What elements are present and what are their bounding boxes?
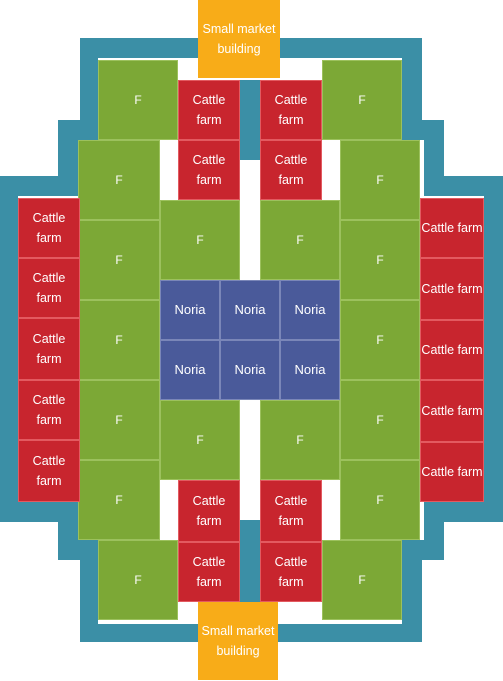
cattle-farm-tile[interactable]: Cattle farm [420,380,484,442]
cattle-farm-tile[interactable]: Cattle farm [260,140,322,200]
cattle-farm-label: Cattle farm [274,93,308,127]
cattle-farm-label: Cattle farm [192,153,226,187]
cattle-farm-label: Cattle farm [32,332,66,366]
noria-tile[interactable]: Noria [160,340,220,400]
cattle-farm-label: Cattle farm [421,221,483,235]
cattle-farm-tile[interactable]: Cattle farm [178,140,240,200]
farm-tile[interactable]: F [98,60,178,140]
cattle-farm-label: Cattle farm [421,404,483,418]
cattle-farm-tile[interactable]: Cattle farm [18,380,80,440]
farm-label: F [134,93,142,107]
cattle-farm-label: Cattle farm [192,555,226,589]
farm-label: F [196,233,204,247]
farm-label: F [115,413,123,427]
cattle-farm-label: Cattle farm [274,494,308,528]
farm-label: F [358,573,366,587]
noria-tile[interactable]: Noria [160,280,220,340]
noria-label: Noria [294,302,326,317]
cattle-farm-label: Cattle farm [421,282,483,296]
cattle-farm-tile[interactable]: Cattle farm [420,198,484,258]
cattle-farm-tile[interactable]: Cattle farm [18,198,80,258]
noria-label: Noria [294,362,326,377]
farm-tile[interactable]: F [78,220,160,300]
farm-tile[interactable]: F [260,400,340,480]
noria-label: Noria [174,362,206,377]
noria-label: Noria [234,362,266,377]
farm-tile[interactable]: F [322,60,402,140]
noria-tile[interactable]: Noria [280,280,340,340]
cattle-farm-tile[interactable]: Cattle farm [178,480,240,542]
cattle-farm-tile[interactable]: Cattle farm [18,258,80,318]
farm-label: F [376,413,384,427]
farm-label: F [358,93,366,107]
cattle-farm-tile[interactable]: Cattle farm [420,258,484,320]
small-market-building-south[interactable]: Small market building [198,602,278,680]
farm-label: F [376,253,384,267]
farm-label: F [115,333,123,347]
cattle-farm-label: Cattle farm [274,153,308,187]
farm-tile[interactable]: F [160,200,240,280]
farm-label: F [296,233,304,247]
cattle-farm-tile[interactable]: Cattle farm [18,318,80,380]
cattle-farm-label: Cattle farm [32,454,66,488]
cattle-farm-label: Cattle farm [32,393,66,427]
farm-label: F [115,253,123,267]
farm-tile[interactable]: F [98,540,178,620]
cattle-farm-tile[interactable]: Cattle farm [178,542,240,602]
farm-tile[interactable]: F [260,200,340,280]
cattle-farm-label: Cattle farm [32,271,66,305]
farm-label: F [134,573,142,587]
road-north [240,80,260,160]
farm-tile[interactable]: F [322,540,402,620]
cattle-farm-tile[interactable]: Cattle farm [420,320,484,380]
farm-label: F [115,173,123,187]
farm-tile[interactable]: F [78,380,160,460]
farm-tile[interactable]: F [160,400,240,480]
cattle-farm-label: Cattle farm [192,93,226,127]
farm-tile[interactable]: F [340,460,420,540]
farm-tile[interactable]: F [340,380,420,460]
cattle-farm-label: Cattle farm [192,494,226,528]
cattle-farm-label: Cattle farm [421,343,483,357]
cattle-farm-tile[interactable]: Cattle farm [420,442,484,502]
market-south-label: Small market building [201,624,275,658]
farm-tile[interactable]: F [78,460,160,540]
farm-label: F [376,173,384,187]
farm-tile[interactable]: F [340,300,420,380]
cattle-farm-label: Cattle farm [421,465,483,479]
cattle-farm-tile[interactable]: Cattle farm [178,80,240,140]
farm-tile[interactable]: F [340,220,420,300]
cattle-farm-label: Cattle farm [32,211,66,245]
noria-tile[interactable]: Noria [220,280,280,340]
noria-tile[interactable]: Noria [280,340,340,400]
road-south [240,520,260,602]
farm-tile[interactable]: F [340,140,420,220]
farm-label: F [376,333,384,347]
farm-label: F [196,433,204,447]
noria-tile[interactable]: Noria [220,340,280,400]
cattle-farm-tile[interactable]: Cattle farm [260,80,322,140]
farm-tile[interactable]: F [78,140,160,220]
small-market-building-north[interactable]: Small market building [198,0,280,78]
farm-tile[interactable]: F [78,300,160,380]
cattle-farm-tile[interactable]: Cattle farm [260,480,322,542]
market-north-label: Small market building [202,22,276,56]
farm-label: F [296,433,304,447]
farm-label: F [376,493,384,507]
cattle-farm-tile[interactable]: Cattle farm [260,542,322,602]
cattle-farm-label: Cattle farm [274,555,308,589]
noria-label: Noria [234,302,266,317]
noria-label: Noria [174,302,206,317]
farm-label: F [115,493,123,507]
cattle-farm-tile[interactable]: Cattle farm [18,440,80,502]
